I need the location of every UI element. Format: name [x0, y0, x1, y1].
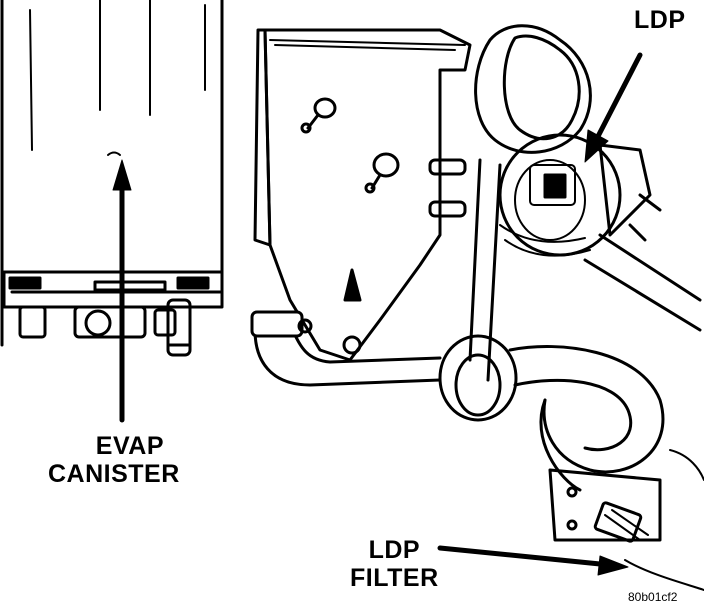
ldp-label-text: LDP	[634, 6, 686, 34]
vacuum-hose-loop	[468, 24, 592, 382]
figure-reference: 80b01cf2	[628, 590, 678, 604]
bracket-slot-lower	[364, 152, 400, 194]
bracket-slot-upper	[300, 97, 337, 134]
evap-canister-label-line2: CANISTER	[48, 460, 180, 488]
ldp-filter	[548, 449, 704, 591]
hose-clamp	[438, 334, 518, 422]
evap-canister-label-line1: EVAP	[95, 432, 165, 460]
leak-detection-pump	[498, 133, 702, 332]
mounting-bracket	[253, 28, 472, 362]
ldp-filter-label-line1: LDP	[368, 536, 421, 564]
ldp-filter-arrow	[437, 545, 629, 576]
evap-canister-arrow	[112, 159, 132, 423]
lower-left-hose	[250, 310, 442, 387]
ldp-filter-label: LDP FILTER	[350, 536, 439, 592]
evap-canister-label: EVAP CANISTER	[48, 432, 180, 488]
ldp-arrow	[584, 52, 643, 163]
lower-right-hose-loop	[508, 345, 665, 492]
evap-canister	[0, 0, 224, 357]
ldp-filter-label-line2: FILTER	[350, 564, 439, 592]
ldp-label: LDP	[634, 6, 686, 34]
